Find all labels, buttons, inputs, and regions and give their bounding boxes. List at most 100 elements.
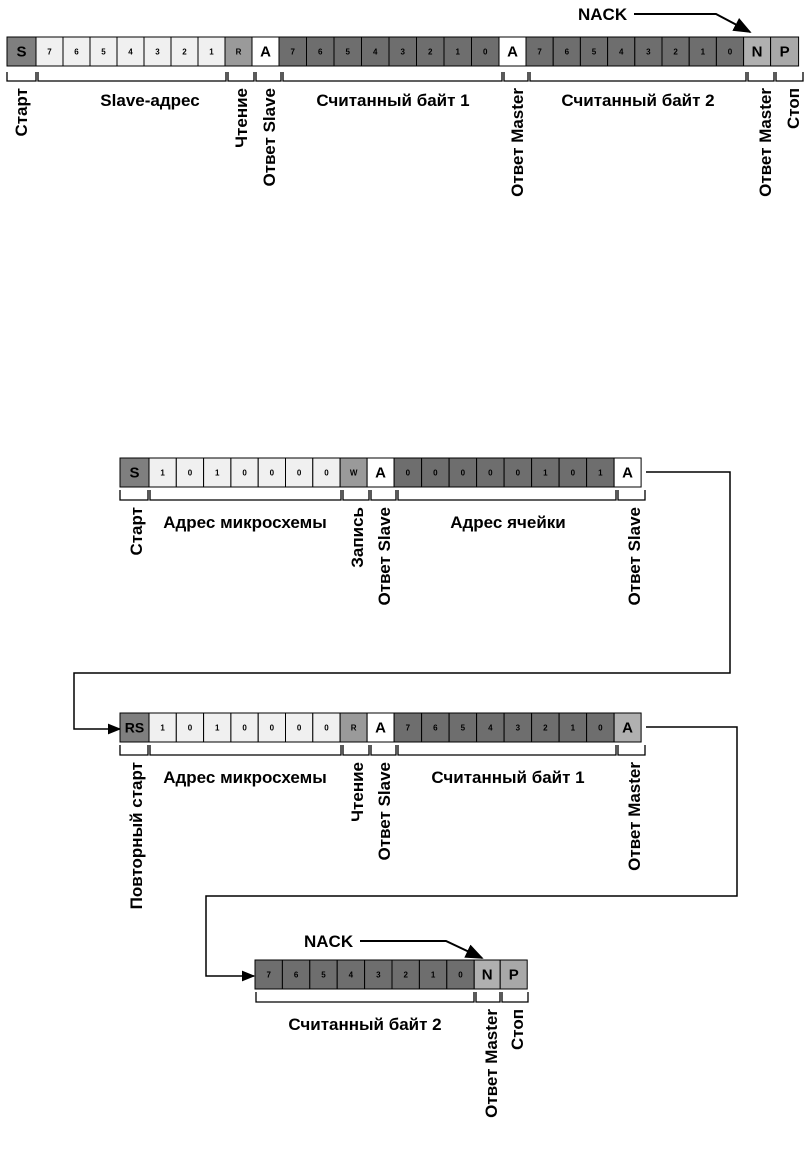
d2-row2-label-master-ack: Ответ Master	[625, 762, 644, 871]
d1-label-slave-ack: Ответ Slave	[260, 88, 279, 186]
d2r3-cell-3	[336, 959, 366, 990]
d2-row3-nack-arrow	[360, 940, 484, 959]
d2r2-cell-8	[339, 712, 368, 743]
d2r1-cell-label-13: 0	[488, 469, 493, 478]
d2r2-cell-label-3: 1	[215, 724, 220, 733]
d1-cell-label-13: 4	[373, 48, 378, 57]
d2r2-cell-2	[175, 712, 205, 743]
d2-row2-label-chip-address: Адрес микросхемы	[163, 768, 327, 787]
d2r3-cell-label-1: 6	[294, 971, 299, 980]
d1-label-stop: Стоп	[784, 88, 803, 129]
d2-row3-label-master-nack: Ответ Master	[482, 1009, 501, 1118]
d2r1-cell-label-8: W	[350, 469, 358, 478]
d1-cell-11	[306, 36, 335, 67]
d1-cell-13	[361, 36, 390, 67]
d1-label-byte2: Считанный байт 2	[561, 91, 714, 110]
d2-row3-label-stop: Стоп	[508, 1009, 527, 1050]
d1-cell-label-2: 6	[74, 48, 79, 57]
d2r2-cell-label-15: 2	[543, 724, 548, 733]
d2r3-cell-7	[446, 959, 475, 990]
d2r1-cell-label-2: 0	[188, 469, 193, 478]
d2r1-cell-label-7: 0	[324, 469, 329, 478]
d1-nack-arrow	[634, 13, 752, 33]
d2r3-cell-label-0: 7	[266, 971, 271, 980]
d2-connector-2	[205, 726, 738, 982]
d2-row1-label-slave-ack2: Ответ Slave	[625, 507, 644, 605]
d1-cell-label-8: R	[236, 48, 242, 57]
d1-cell-label-7: 1	[209, 48, 214, 57]
d2r2-cell-label-18: A	[622, 720, 633, 737]
d1-cell-0	[6, 36, 37, 67]
d2r1-cell-8	[339, 457, 368, 488]
d1-cell-label-27: N	[752, 44, 763, 61]
d2r1-cell-16	[558, 457, 588, 488]
d2r2-cell-label-0: RS	[125, 720, 144, 736]
d2r3-cell-label-3: 4	[349, 971, 354, 980]
d1-label-master-ack: Ответ Master	[508, 88, 527, 197]
d1-cell-26	[715, 36, 745, 67]
d1-cell-label-26: 0	[728, 48, 733, 57]
d1-cell-1	[35, 36, 64, 67]
d2r2-cell-label-5: 0	[270, 724, 275, 733]
d1-cell-label-12: 5	[346, 48, 351, 57]
d2-row3-label-byte2: Считанный байт 2	[288, 1015, 441, 1034]
d2r2-cell-11	[421, 712, 450, 743]
d1-cell-5	[143, 36, 172, 67]
d1-cell-label-28: P	[780, 44, 790, 61]
d1-nack-label: NACK	[578, 5, 628, 24]
d2r2-cell-label-8: R	[351, 724, 357, 733]
d2r3-cell-5	[391, 959, 420, 990]
d2r2-cell-label-7: 0	[324, 724, 329, 733]
d1-cell-12	[333, 36, 362, 67]
d2-row1-label-slave-ack1: Ответ Slave	[375, 507, 394, 605]
d2r1-cell-label-4: 0	[242, 469, 247, 478]
d2r2-cell-6	[285, 712, 314, 743]
d1-cell-9	[251, 36, 280, 67]
d2-row3-brackets	[255, 992, 529, 1003]
d2r2-cell-0	[119, 712, 150, 743]
d1-cell-15	[416, 36, 445, 67]
d1-cell-20	[552, 36, 581, 67]
d2-row2-label-slave-ack: Ответ Slave	[375, 762, 394, 860]
d2r1-cell-5	[257, 457, 287, 488]
d2r1-cell-18	[613, 457, 642, 488]
d2r1-cell-label-11: 0	[433, 469, 438, 478]
d2r3-cell-6	[418, 959, 448, 990]
d2-row2-label-read: Чтение	[348, 762, 367, 822]
d2r1-cell-label-10: 0	[406, 469, 411, 478]
d2r3-cell-0	[254, 959, 283, 990]
d2r1-cell-6	[285, 457, 314, 488]
d2r1-cell-15	[531, 457, 560, 488]
d2r1-cell-11	[421, 457, 450, 488]
d1-cell-28	[770, 36, 800, 67]
d2r3-cell-9	[499, 959, 528, 990]
d2r1-cell-label-12: 0	[461, 469, 466, 478]
d1-cell-label-17: 0	[483, 48, 488, 57]
d1-label-byte1: Считанный байт 1	[316, 91, 469, 110]
d1-cell-24	[661, 36, 690, 67]
d2r2-cell-label-13: 4	[488, 724, 493, 733]
d2r2-cell-17	[586, 712, 615, 743]
d2r1-cell-label-9: A	[375, 465, 386, 482]
d1-cell-label-3: 5	[101, 48, 106, 57]
d2r2-cell-label-9: A	[375, 720, 386, 737]
d1-cell-label-24: 2	[673, 48, 678, 57]
d1-cell-4	[116, 36, 145, 67]
d2r2-cell-label-2: 0	[188, 724, 193, 733]
d1-cell-label-15: 2	[428, 48, 433, 57]
d2-row1-label-cell-address: Адрес ячейки	[450, 513, 566, 532]
d2-row2-brackets	[119, 745, 646, 756]
d2r1-cell-7	[312, 457, 341, 488]
d2-row1-label-write: Запись	[348, 507, 367, 568]
d1-cell-label-22: 4	[619, 48, 624, 57]
d1-cell-label-18: A	[507, 44, 518, 61]
d2r2-cell-label-10: 7	[406, 724, 411, 733]
d2r2-cell-13	[476, 712, 505, 743]
d2r1-cell-12	[448, 457, 478, 488]
